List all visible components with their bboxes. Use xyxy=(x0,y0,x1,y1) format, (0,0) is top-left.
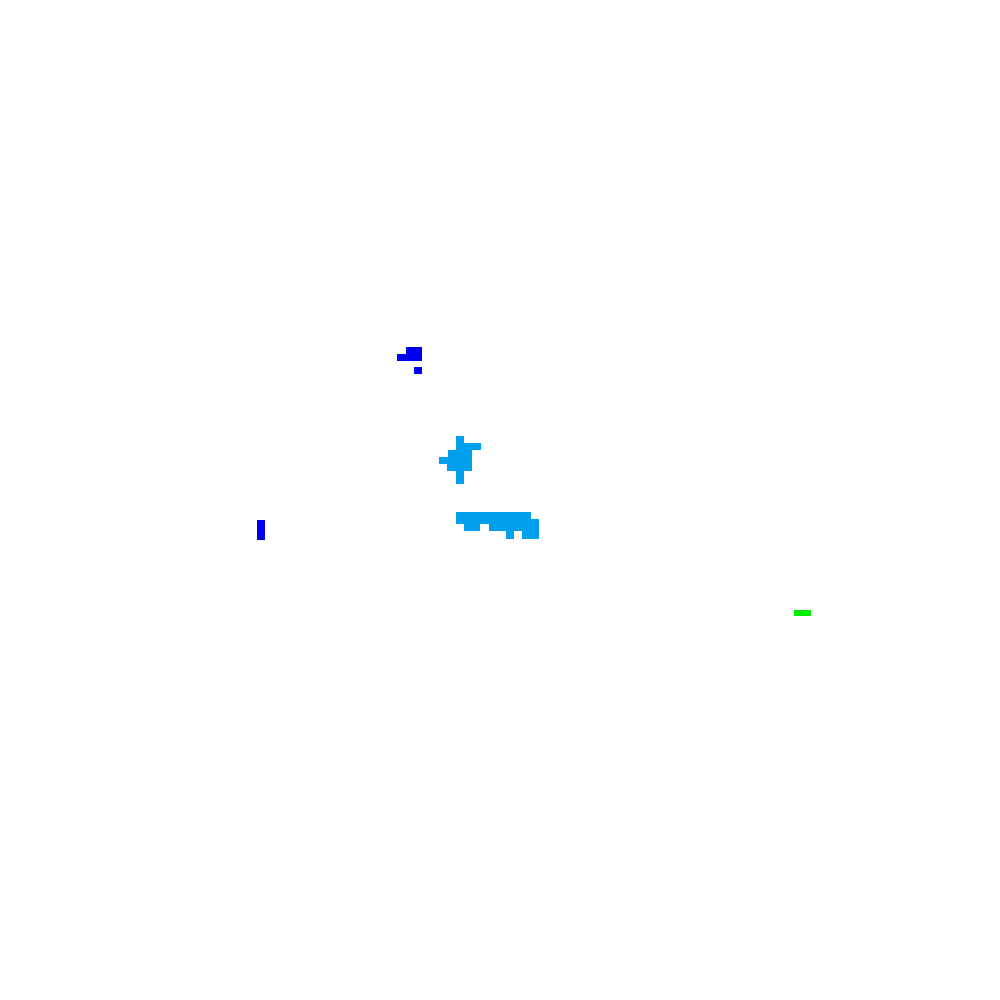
light-blue-bar-blob-cell xyxy=(456,519,539,524)
blob-layer xyxy=(257,347,811,616)
dark-blue-blob-top xyxy=(397,347,422,374)
green-dash-right xyxy=(794,610,811,616)
light-blue-cross-blob-cell xyxy=(456,436,464,443)
light-blue-bar-blob-cell xyxy=(506,531,514,539)
green-dash-right-cell xyxy=(794,610,811,616)
light-blue-bar-blob-cell xyxy=(456,512,531,519)
light-blue-cross-blob-cell xyxy=(439,457,472,464)
light-blue-cross-blob xyxy=(439,436,481,484)
light-blue-cross-blob-cell xyxy=(456,471,464,484)
light-blue-bar-blob-cell xyxy=(464,524,480,531)
light-blue-bar-blob xyxy=(456,512,539,539)
dark-blue-blob-top-cell xyxy=(406,347,422,354)
light-blue-cross-blob-cell xyxy=(448,450,472,457)
light-blue-cross-blob-cell xyxy=(456,443,481,450)
light-blue-bar-blob-cell xyxy=(522,531,539,539)
light-blue-cross-blob-cell xyxy=(447,464,472,471)
dark-blue-bar-left-cell xyxy=(257,520,265,540)
dark-blue-bar-left xyxy=(257,520,265,540)
dark-blue-blob-top-cell xyxy=(397,354,422,361)
dark-blue-blob-top-cell xyxy=(414,367,422,374)
light-blue-bar-blob-cell xyxy=(489,524,539,531)
